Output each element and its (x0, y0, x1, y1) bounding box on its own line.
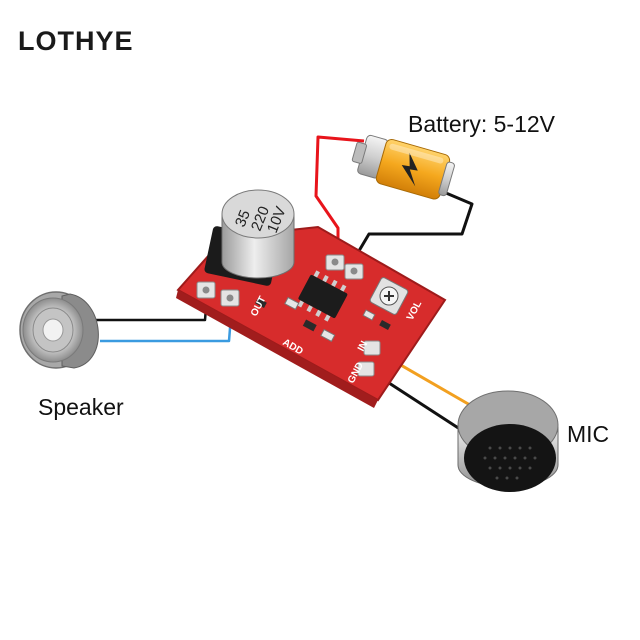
volume-potentiometer (369, 277, 409, 315)
speaker-icon (19, 291, 99, 369)
silk-in: IN (356, 339, 370, 353)
battery-label: Battery: 5-12V (408, 111, 556, 137)
pad-mic-in (363, 340, 381, 356)
pad-mic-gnd (357, 361, 375, 377)
capacitor-line-1: 35 (232, 208, 254, 230)
microphone-icon (457, 390, 559, 492)
wire-black-negative (348, 191, 474, 267)
amplifier-chip (297, 270, 348, 322)
speaker-label: Speaker (38, 394, 124, 420)
amplifier-board: 35 220 10V VOL (176, 189, 447, 408)
wires (96, 135, 474, 435)
mic-label: MIC (567, 421, 610, 447)
brand-logo: LOTHYE (18, 26, 134, 56)
battery-icon (351, 134, 455, 200)
capacitor: 35 220 10V (221, 189, 295, 279)
